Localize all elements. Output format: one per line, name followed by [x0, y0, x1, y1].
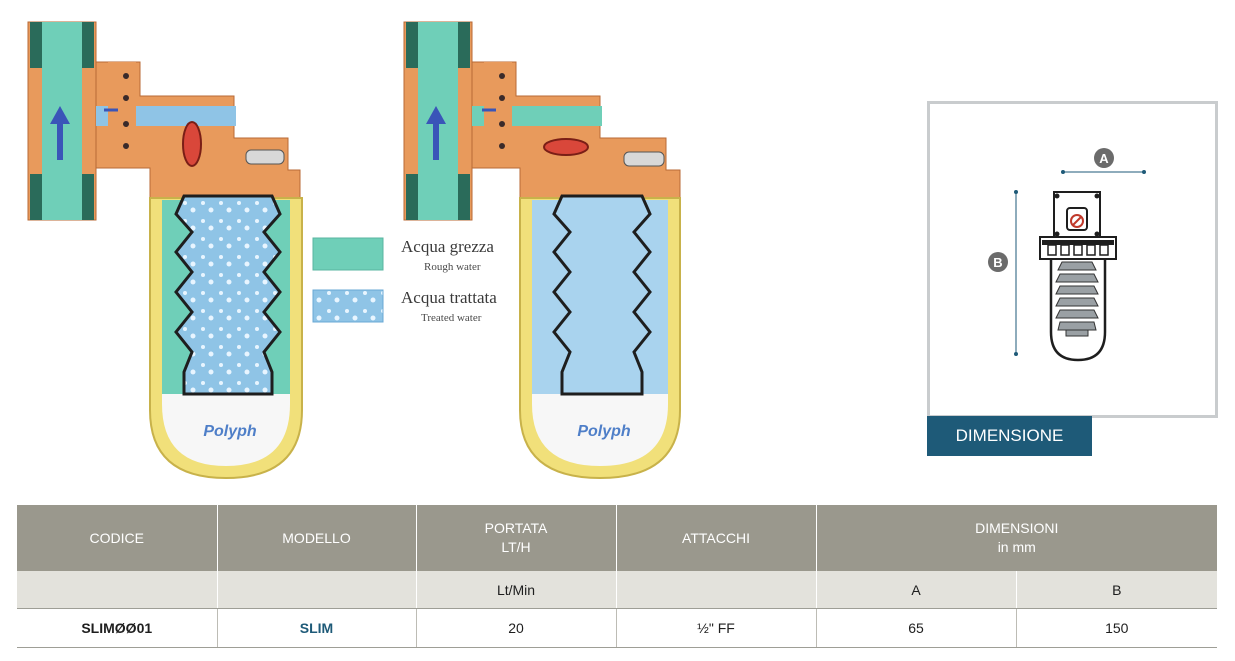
dimension-a-marker: [1094, 148, 1114, 168]
specification-table: CODICE MODELLO PORTATA LT/H ATTACCHI DIM…: [17, 505, 1218, 648]
rough-water-label: Acqua grezza: [401, 237, 494, 256]
dimension-caption: DIMENSIONE: [927, 416, 1092, 456]
table-subheader-row: Lt/Min A B: [17, 571, 1218, 609]
header-attacchi: ATTACCHI: [616, 505, 817, 571]
header-portata-line1: PORTATA: [484, 520, 548, 536]
header-codice: CODICE: [17, 505, 218, 571]
subheader-modello: [217, 571, 417, 609]
water-legend: Acqua grezza Rough water Acqua trattata …: [312, 237, 497, 324]
treated-water-sublabel: Treated water: [421, 312, 482, 324]
header-portata-line2: LT/H: [501, 539, 531, 555]
dimension-b-label: B: [993, 255, 1002, 270]
subheader-b: B: [1016, 571, 1218, 609]
cell-modello: SLIM: [217, 608, 417, 648]
cell-b: 150: [1016, 608, 1218, 648]
rough-water-swatch: [312, 237, 384, 271]
treated-water-label: Acqua trattata: [401, 288, 497, 307]
cell-attacchi: ½" FF: [616, 608, 817, 648]
treated-water-swatch: [312, 289, 384, 323]
dimension-b-marker: [988, 252, 1008, 272]
cell-codice: SLIMØØ01: [17, 608, 218, 648]
cell-a: 65: [816, 608, 1017, 648]
header-dimensioni-line1: DIMENSIONI: [975, 520, 1059, 536]
dimension-diagram-frame: A B: [927, 101, 1218, 418]
brand-mark-left: Polyph: [203, 423, 257, 440]
subheader-a: A: [816, 571, 1017, 609]
table-header-row: CODICE MODELLO PORTATA LT/H ATTACCHI DIM…: [17, 505, 1218, 571]
subheader-portata: Lt/Min: [416, 571, 617, 609]
header-dimensioni: DIMENSIONI in mm: [816, 505, 1218, 571]
cell-portata: 20: [416, 608, 617, 648]
header-modello: MODELLO: [217, 505, 417, 571]
subheader-codice: [17, 571, 218, 609]
filter-left-cutaway: Polyph: [27, 21, 303, 480]
rough-water-sublabel: Rough water: [424, 261, 481, 273]
filter-cutaway-illustration: Polyph Acqua grezza Rough water Acqua tr…: [27, 21, 681, 480]
brand-mark-right: Polyph: [577, 423, 631, 440]
header-portata: PORTATA LT/H: [416, 505, 617, 571]
dimension-a-label: A: [1099, 151, 1109, 166]
filter-right-cutaway: Polyph: [403, 21, 681, 480]
dimension-drawing: A B: [988, 148, 1146, 362]
table-row: SLIMØØ01 SLIM 20 ½" FF 65 150: [17, 608, 1218, 648]
header-dimensioni-line2: in mm: [997, 539, 1036, 555]
subheader-attacchi: [616, 571, 817, 609]
